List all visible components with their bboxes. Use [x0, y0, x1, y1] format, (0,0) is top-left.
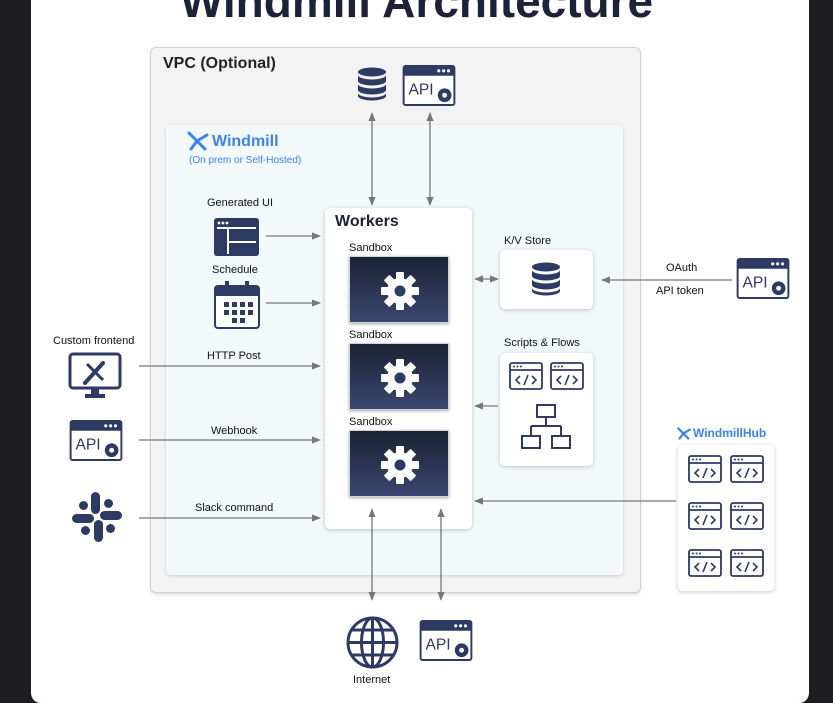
globe-icon — [346, 616, 399, 669]
flow-tree-icon — [521, 404, 571, 450]
windmill-hub-panel — [678, 445, 774, 591]
sandbox-box — [349, 430, 449, 497]
ui-layout-icon — [214, 218, 259, 256]
diagram-title: Windmill Architecture — [179, 0, 654, 27]
windmill-logo-icon — [677, 427, 691, 440]
sandbox-label: Sandbox — [349, 329, 393, 341]
windmill-logo-icon — [187, 131, 209, 151]
slack-icon — [71, 491, 123, 543]
schedule-label: Schedule — [212, 264, 258, 276]
webhook-label: Webhook — [211, 425, 258, 437]
api-token-label: API token — [656, 285, 704, 297]
sandbox-box — [349, 343, 449, 410]
oauth-label: OAuth — [666, 262, 698, 274]
custom-frontend-label: Custom frontend — [53, 335, 135, 347]
sandbox-box — [349, 256, 449, 323]
generated-ui-label: Generated UI — [207, 197, 274, 209]
workers-label: Workers — [335, 213, 399, 230]
internet-label: Internet — [353, 674, 391, 686]
scripts-flows-panel — [500, 353, 593, 466]
sandbox-label: Sandbox — [349, 416, 393, 428]
vpc-label: VPC (Optional) — [163, 55, 276, 72]
onprem-subtitle: (On prem or Self-Hosted) — [189, 155, 302, 166]
monitor-brush-icon — [68, 352, 122, 399]
sandbox-label: Sandbox — [349, 242, 393, 254]
windmill-hub-label: WindmillHub — [693, 426, 767, 440]
slack-command-label: Slack command — [195, 502, 274, 514]
kv-store-panel — [500, 250, 593, 309]
http-post-label: HTTP Post — [207, 350, 261, 362]
scripts-flows-label: Scripts & Flows — [504, 337, 580, 349]
calendar-icon — [214, 281, 260, 329]
kv-store-label: K/V Store — [504, 235, 552, 247]
windmill-logo-text: Windmill — [212, 133, 279, 150]
